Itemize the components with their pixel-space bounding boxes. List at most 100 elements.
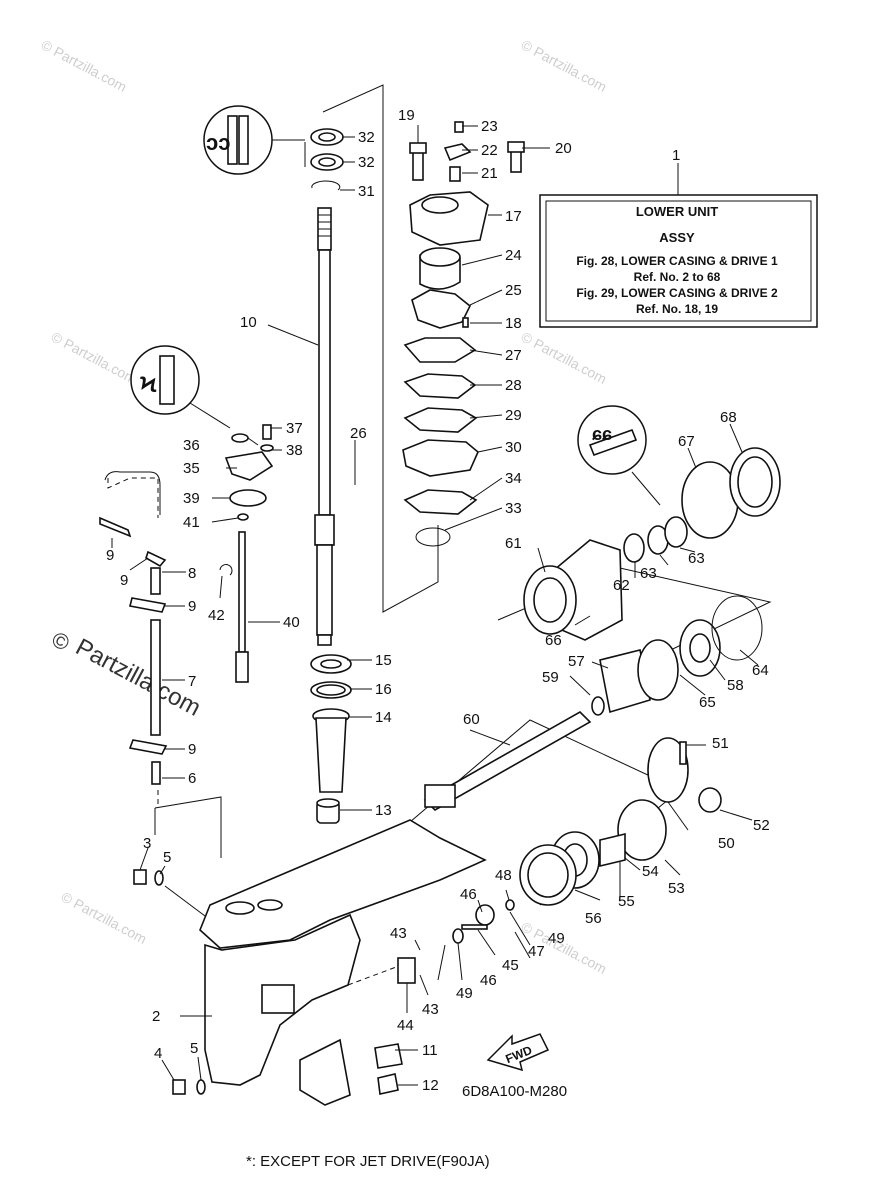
callout-2: 2 [152,1008,160,1025]
seal-orientation-glyph: ɕɕ [592,424,612,444]
hose-and-clamps [99,516,168,785]
detail-circle-36: Ϟ [130,345,231,429]
callout-27: 27 [505,347,522,364]
callout-49: 49 [548,930,565,947]
callout-23: 23 [481,118,498,135]
large-watermark: © Partzilla.com [48,626,206,721]
callout-68: 68 [720,409,737,426]
callout-38: 38 [286,442,303,459]
footnote: *: EXCEPT FOR JET DRIVE(F90JA) [246,1153,490,1170]
info-box-line4: Ref. No. 2 to 68 [634,270,721,284]
callout-10: 10 [240,314,257,331]
info-box-line3: Fig. 28, LOWER CASING & DRIVE 1 [576,254,778,268]
large-watermark-symbol: © [48,626,74,656]
water-pump-assembly [402,121,525,547]
callout-57: 57 [568,653,585,670]
callout-50: 50 [718,835,735,852]
callout-14: 14 [375,709,392,726]
callout-48: 48 [495,867,512,884]
callout-3: 3 [143,835,151,852]
callout-35: 35 [183,460,200,477]
callout-32: 32 [358,154,375,171]
callout-39: 39 [183,490,200,507]
callout-37: 37 [286,420,303,437]
lower-casing [199,819,487,1106]
callout-67: 67 [678,433,695,450]
info-box-line1: LOWER UNIT [636,204,718,219]
callout-41: 41 [183,514,200,531]
callout-55: 55 [618,893,635,910]
large-watermark-text: Partzilla.com [71,633,205,721]
callout-40: 40 [283,614,300,631]
callout-61: 61 [505,535,522,552]
callout-26: 26 [350,425,367,442]
callout-5: 5 [190,1040,198,1057]
callout-63: 63 [688,550,705,567]
callout-28: 28 [505,377,522,394]
callout-9: 9 [120,572,128,589]
callout-9: 9 [188,598,196,615]
callout-43: 43 [422,1001,439,1018]
seal-orientation-glyph: ɔɔ [206,130,230,155]
callout-46: 46 [460,886,477,903]
callout-18: 18 [505,315,522,332]
callout-47: 47 [528,943,545,960]
watermark-text: © Partzilla.com [59,889,150,947]
callout-33: 33 [505,500,522,517]
callout-12: 12 [422,1077,439,1094]
callout-58: 58 [727,677,744,694]
callout-32: 32 [358,129,375,146]
detail-circle-62: ɕɕ [577,405,661,506]
callout-34: 34 [505,470,522,487]
callout-21: 21 [481,165,498,182]
callout-51: 51 [712,735,729,752]
callout-numbers: 32 32 31 10 19 23 22 21 20 1 17 24 25 18… [106,107,770,1094]
watermark-text: © Partzilla.com [519,37,610,95]
callout-54: 54 [642,863,659,880]
callout-52: 52 [753,817,770,834]
callout-16: 16 [375,681,392,698]
prop-shaft-and-gears [133,649,722,1095]
watermark-text: © Partzilla.com [39,37,130,95]
callout-43: 43 [390,925,407,942]
callout-9: 9 [106,547,114,564]
callout-11: 11 [422,1042,438,1059]
detail-circle-32: ɔɔ [203,105,306,175]
callout-53: 53 [668,880,685,897]
info-box-line2: ASSY [659,230,695,245]
callout-22: 22 [481,142,498,159]
callout-leaders [111,125,759,1086]
callout-29: 29 [505,407,522,424]
callout-5: 5 [163,849,171,866]
info-box-line5: Fig. 29, LOWER CASING & DRIVE 2 [576,286,778,300]
callout-46: 46 [480,972,497,989]
callout-36: 36 [183,437,200,454]
callout-24: 24 [505,247,522,264]
lower-unit-info-box: LOWER UNIT ASSY Fig. 28, LOWER CASING & … [539,163,818,328]
bearing-housing-assembly [523,447,781,701]
callout-62: 62 [613,577,630,594]
callout-30: 30 [505,439,522,456]
callout-64: 64 [752,662,769,679]
callout-6: 6 [188,770,196,787]
callout-59: 59 [542,669,559,686]
callout-17: 17 [505,208,522,225]
watermark-text: © Partzilla.com [519,329,610,387]
callout-65: 65 [699,694,716,711]
forward-direction-arrow: FWD [486,1033,550,1072]
watermark-text: © Partzilla.com [49,329,140,387]
callout-49: 49 [456,985,473,1002]
callout-66: 66 [545,632,562,649]
callout-25: 25 [505,282,522,299]
callout-31: 31 [358,183,375,200]
callout-1: 1 [672,147,680,164]
callout-20: 20 [555,140,572,157]
info-box-line6: Ref. No. 18, 19 [636,302,718,316]
callout-4: 4 [154,1045,162,1062]
callout-8: 8 [188,565,196,582]
callout-63: 63 [640,565,657,582]
callout-15: 15 [375,652,392,669]
diagram-code: 6D8A100-M280 [462,1083,567,1100]
seal-orientation-glyph: Ϟ [140,372,157,397]
callout-13: 13 [375,802,392,819]
